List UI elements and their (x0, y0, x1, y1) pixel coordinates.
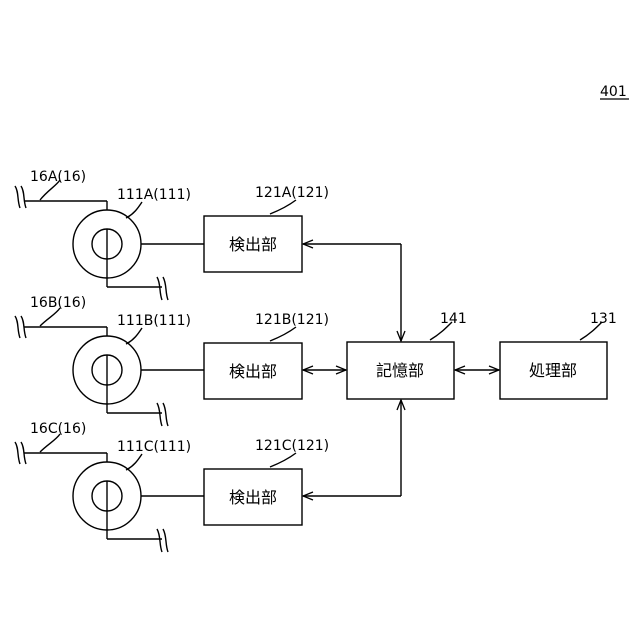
storage-ref: 141 (440, 311, 467, 327)
break-mark (157, 403, 162, 426)
leader-line (270, 200, 296, 214)
leader-line (126, 202, 142, 218)
break-mark (15, 316, 20, 338)
break-mark (163, 403, 168, 426)
channel-c: 16C(16) 111C(111) 検出部 121C(121) (15, 421, 329, 552)
storage-label: 記憶部 (376, 361, 424, 380)
sensor-label: 111B(111) (117, 313, 191, 329)
channel-b: 16B(16) 111B(111) 検出部 121B(121) (15, 295, 329, 426)
detector-ref: 121C(121) (255, 438, 329, 454)
detector-ref: 121B(121) (255, 312, 329, 328)
leader-line (270, 453, 296, 467)
cable-label: 16B(16) (30, 295, 86, 311)
sensor-label: 111C(111) (117, 439, 191, 455)
detector-label: 検出部 (229, 235, 277, 254)
figure-ref: 401 (600, 84, 627, 100)
cable-label: 16C(16) (30, 421, 86, 437)
break-mark (21, 186, 26, 208)
detector-label: 検出部 (229, 362, 277, 381)
break-mark (157, 529, 162, 552)
detector-ref: 121A(121) (255, 185, 329, 201)
break-mark (157, 277, 162, 300)
cable-label: 16A(16) (30, 169, 86, 185)
break-mark (163, 529, 168, 552)
processor-label: 処理部 (529, 361, 577, 380)
break-mark (15, 442, 20, 464)
leader-line (126, 454, 142, 470)
leader-line (126, 328, 142, 344)
detector-label: 検出部 (229, 488, 277, 507)
break-mark (163, 277, 168, 300)
sensor-label: 111A(111) (117, 187, 191, 203)
storage-unit: 記憶部 141 (347, 311, 467, 399)
leader-line (270, 327, 296, 341)
break-mark (15, 186, 20, 208)
channel-a: 16A(16) 111A(111) 検出部 121A(121) (15, 169, 329, 300)
processor-ref: 131 (590, 311, 617, 327)
processing-unit: 処理部 131 (500, 311, 617, 399)
